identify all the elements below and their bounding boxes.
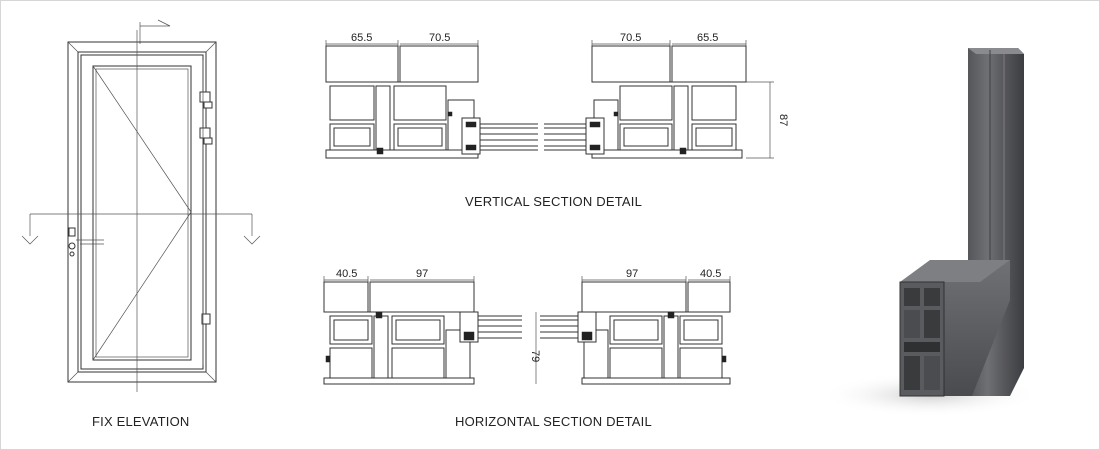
vertical-section-right (544, 40, 774, 159)
fix-elevation-caption: FIX ELEVATION (92, 414, 190, 429)
horizontal-section-right (540, 276, 731, 385)
vdim-left-b: 70.5 (429, 32, 450, 44)
hdim-height: 79 (529, 350, 541, 362)
vdim-left-a: 65.5 (351, 32, 372, 44)
vdim-height: 87 (777, 114, 789, 126)
fix-elevation-drawing (21, 19, 261, 392)
vertical-section-caption: VERTICAL SECTION DETAIL (465, 194, 643, 209)
horizontal-section-caption: HORIZONTAL SECTION DETAIL (455, 414, 652, 429)
hdim-left-b: 97 (416, 268, 428, 280)
hdim-left-a: 40.5 (336, 268, 357, 280)
vertical-section-left (325, 40, 538, 159)
vdim-right-a: 70.5 (620, 32, 641, 44)
hdim-right-b: 40.5 (700, 268, 721, 280)
horizontal-section-left (323, 276, 537, 385)
profile-3d-render (820, 48, 1040, 417)
hdim-right-a: 97 (626, 268, 638, 280)
vdim-right-b: 65.5 (697, 32, 718, 44)
